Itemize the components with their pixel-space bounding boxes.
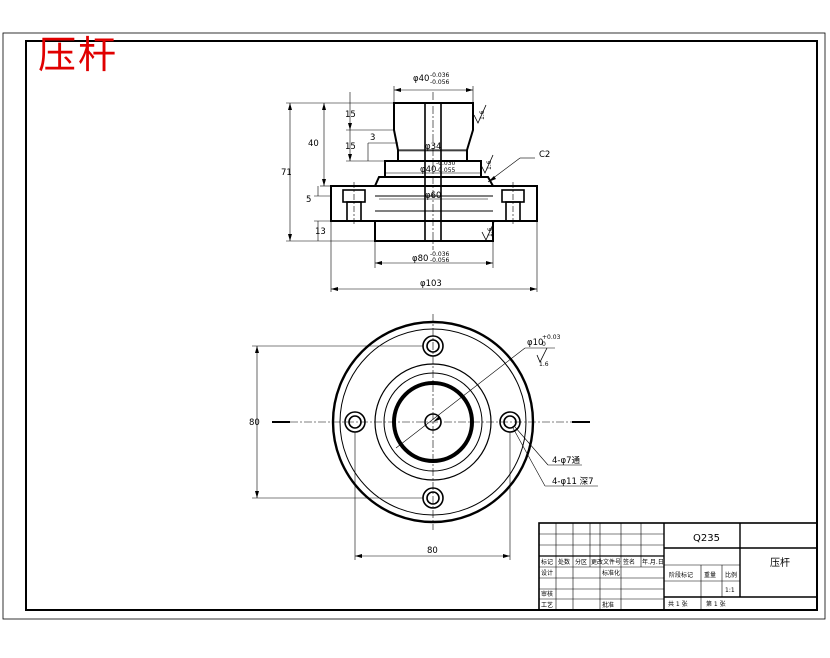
top-view [252, 314, 598, 560]
dim-top-dia: φ40 [413, 74, 429, 84]
material-label: Q235 [693, 533, 720, 544]
dim-height-15b: 15 [345, 142, 356, 152]
title-block [538, 522, 818, 611]
dim-bore-dia: φ60 [425, 191, 441, 201]
scale-label: 比例 [725, 571, 737, 579]
dim-center-hole-tol-upper: +0.03 [542, 334, 561, 341]
part-name-label: 压杆 [770, 557, 790, 569]
row-label-change-doc: 更改文件号 [591, 558, 621, 566]
front-view [286, 86, 538, 292]
dim-hub-tol-upper: -0.036 [430, 251, 450, 258]
sheet-total: 共 1 张 [668, 600, 688, 608]
dim-height-15a: 15 [345, 110, 356, 120]
dim-height-13: 13 [315, 227, 326, 237]
roughness-top: 1.6 [479, 110, 486, 120]
dim-center-hole: φ10 [527, 338, 543, 348]
dim-hub-dia: φ80 [412, 254, 428, 264]
sheet-number: 第 1 张 [706, 600, 726, 608]
row-label-mark: 标记 [541, 558, 553, 566]
dim-neck-dia: φ34 [425, 142, 441, 152]
dim-height-40: 40 [308, 139, 319, 149]
row-label-signature: 签名 [623, 558, 635, 566]
dim-horizontal-pitch: 80 [427, 546, 438, 556]
process-label: 工艺 [541, 601, 553, 609]
dim-flange-dia: φ103 [420, 279, 442, 289]
title-block-labels: Q235 压杆 标记 处数 分区 更改文件号 签名 年.月.日 设计 标准化 审… [541, 533, 790, 609]
dim-height-71: 71 [281, 168, 292, 178]
row-label-date: 年.月.日 [642, 558, 664, 566]
roughness-hub: 1.6 [487, 227, 494, 237]
dim-height-5: 5 [306, 195, 311, 205]
dim-offset-3: 3 [370, 133, 375, 143]
sheet-borders [2, 32, 826, 620]
top-view-labels: φ10 +0.03 0 1.6 80 80 4-φ7通 4-φ11 深7 [249, 334, 594, 556]
row-label-count: 处数 [558, 558, 570, 566]
dim-counterbore: 4-φ11 深7 [552, 477, 594, 487]
front-view-labels: φ40 -0.036 -0.056 φ34 φ40 -0.030 -0.055 … [281, 72, 550, 289]
dim-chamfer: C2 [539, 150, 550, 160]
dim-top-tol-upper: -0.036 [430, 72, 450, 79]
dim-mid-tol-upper: -0.030 [436, 160, 456, 167]
roughness-center-hole: 1.6 [539, 361, 549, 368]
roughness-mid: 1.6 [486, 160, 493, 170]
dim-hub-tol-lower: -0.056 [430, 257, 450, 264]
row-label-zone: 分区 [575, 558, 587, 566]
scale-value: 1:1 [725, 587, 735, 594]
dim-mid-tol-lower: -0.055 [436, 167, 456, 174]
dim-mid-dia: φ40 [420, 165, 436, 175]
stage-mark-label: 阶段标记 [669, 571, 693, 579]
dim-center-hole-tol-lower: 0 [542, 341, 546, 348]
standardization-label: 标准化 [602, 569, 620, 577]
dim-top-tol-lower: -0.056 [430, 79, 450, 86]
dim-through-holes: 4-φ7通 [552, 455, 580, 466]
review-label: 审核 [541, 590, 553, 598]
approve-label: 批准 [602, 601, 614, 609]
design-label: 设计 [541, 569, 553, 577]
weight-label: 重量 [704, 571, 716, 579]
dim-vertical-pitch: 80 [249, 418, 260, 428]
title-stamp: 压杆 [38, 33, 119, 77]
